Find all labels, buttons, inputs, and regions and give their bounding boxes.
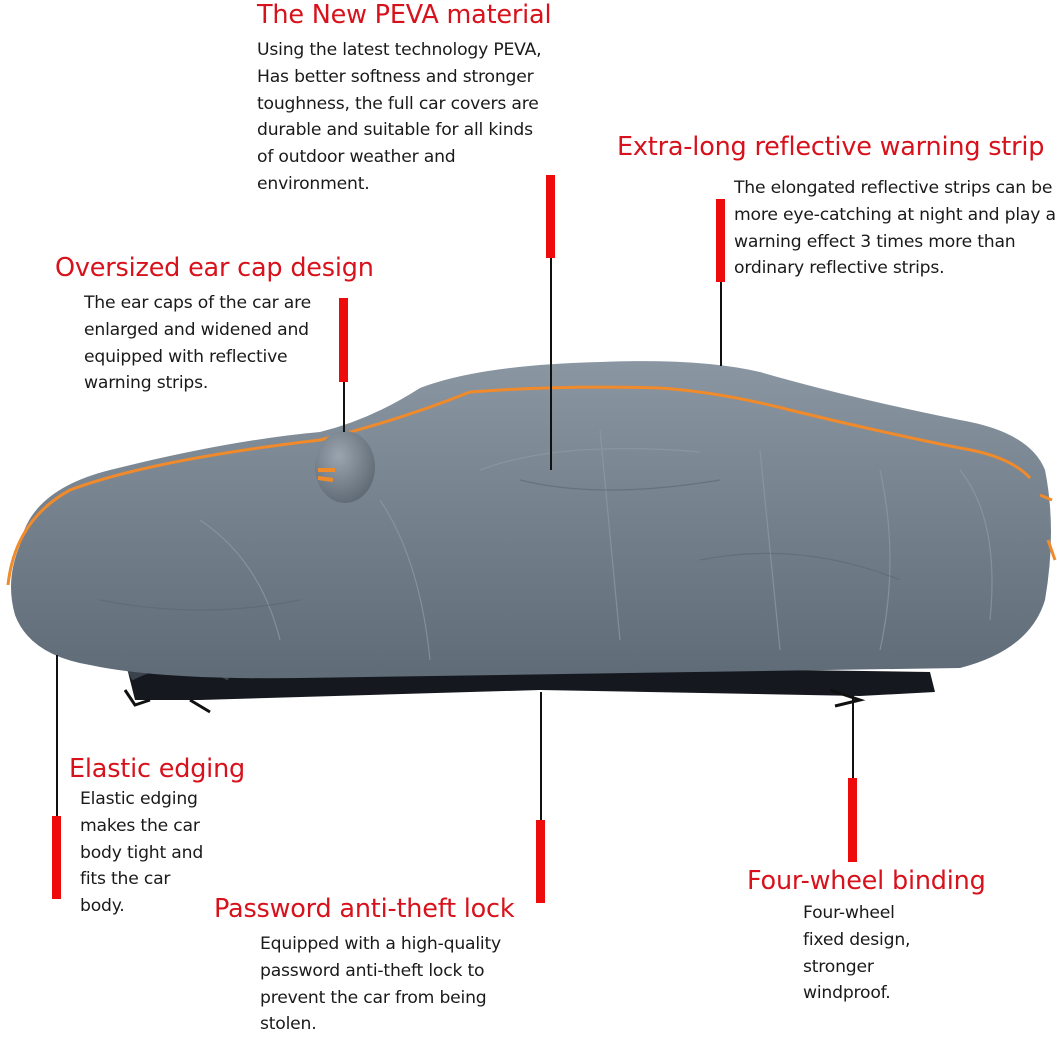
desc-line: body. [80,896,125,917]
callout-marker-peva [546,175,555,258]
desc-line: password anti-theft lock to [260,960,485,981]
callout-line-peva [550,258,552,470]
feature-title-four-wheel: Four-wheel binding [747,866,986,896]
covered-car-image [6,361,1057,714]
desc-line: of outdoor weather and [257,147,456,168]
desc-line: stolen. [260,1014,317,1035]
callout-line-lock [540,692,542,820]
feature-title-elastic: Elastic edging [69,754,246,784]
desc-line: The elongated reflective strips can be [734,178,1053,198]
desc-line: warning effect 3 times more than [734,231,1016,252]
callout-marker-reflective [716,199,725,282]
desc-line: enlarged and widened and [84,319,309,340]
desc-line: Equipped with a high-quality [260,934,502,954]
desc-line: fits the car [80,869,171,890]
feature-desc-four-wheel: Four-wheel fixed design, stronger windpr… [803,900,911,1007]
desc-line: durable and suitable for all kinds [257,120,533,141]
ear-cap [315,431,375,503]
desc-line: ordinary reflective strips. [734,258,945,279]
desc-line: makes the car [80,815,200,836]
desc-line: Using the latest technology PEVA, [257,40,542,60]
feature-desc-elastic: Elastic edging makes the car body tight … [80,786,203,920]
desc-line: equipped with reflective [84,346,288,367]
feature-title-peva: The New PEVA material [257,0,552,30]
callout-line-ear-cap [343,382,345,432]
callout-line-four-wheel [852,695,854,778]
car-cover-body [11,361,1051,679]
desc-line: Four-wheel [803,903,895,923]
feature-desc-peva: Using the latest technology PEVA, Has be… [257,37,542,198]
desc-line: more eye-catching at night and play a [734,204,1056,225]
desc-line: The ear caps of the car are [84,293,311,313]
feature-desc-reflective: The elongated reflective strips can be m… [734,175,1056,282]
desc-line: warning strips. [84,373,209,394]
desc-line: stronger [803,956,874,977]
reflective-strip [6,385,1032,586]
desc-line: fixed design, [803,929,911,950]
desc-line: toughness, the full car covers are [257,93,539,114]
callout-marker-ear-cap [339,298,348,382]
callout-marker-lock [536,820,545,903]
desc-line: environment. [257,173,370,194]
desc-line: Elastic edging [80,789,198,809]
desc-line: Has better softness and stronger [257,66,534,87]
desc-line: body tight and [80,842,204,863]
callout-marker-four-wheel [848,778,857,862]
desc-line: prevent the car from being [260,987,487,1008]
callout-line-reflective [720,282,722,366]
feature-title-ear-cap: Oversized ear cap design [55,253,374,283]
desc-line: windproof. [803,983,891,1004]
callout-line-elastic [56,655,58,816]
callout-marker-elastic [52,816,61,899]
feature-desc-lock: Equipped with a high-quality password an… [260,931,501,1038]
feature-title-lock: Password anti-theft lock [214,894,515,924]
feature-title-reflective: Extra-long reflective warning strip [617,132,1045,162]
feature-desc-ear-cap: The ear caps of the car are enlarged and… [84,290,311,397]
